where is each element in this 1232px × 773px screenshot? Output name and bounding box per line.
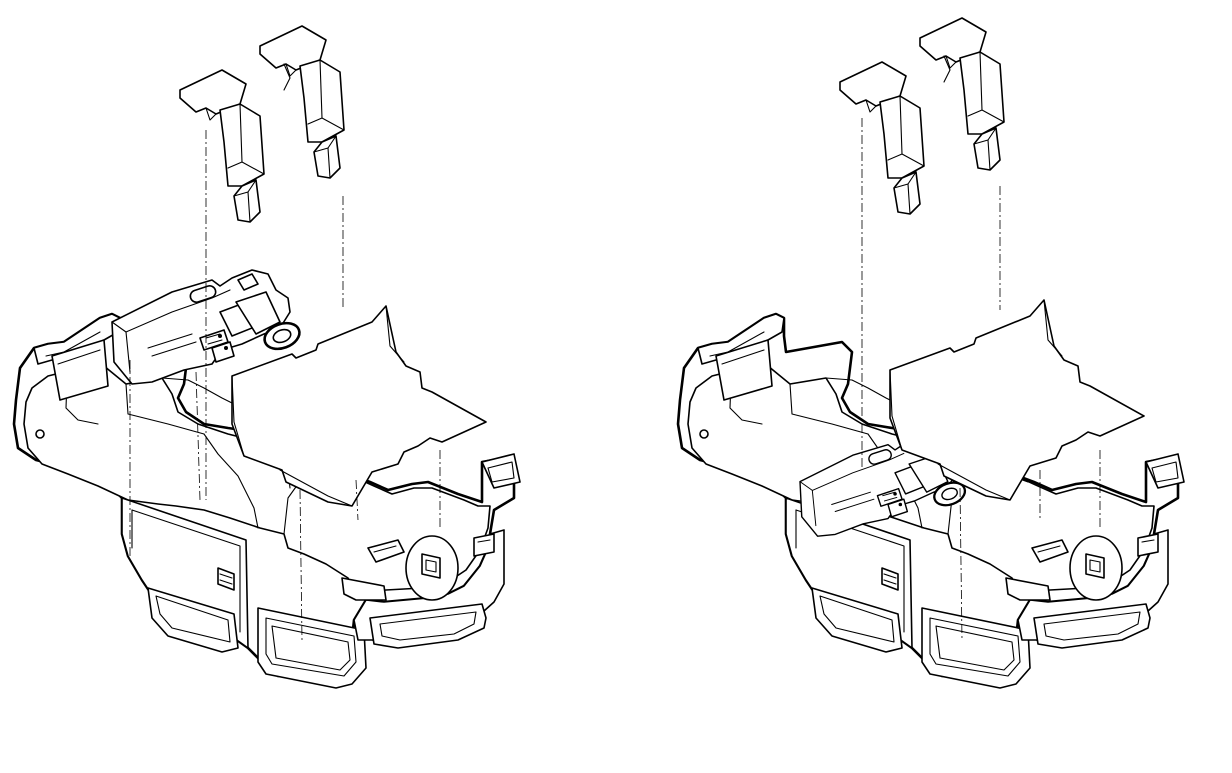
panel-after-assembly <box>676 18 1186 690</box>
lid-pair-left <box>180 26 344 222</box>
alignment-lines-right <box>861 118 1101 641</box>
lid-pair-right <box>840 18 1004 214</box>
alignment-lines-left <box>129 130 441 641</box>
panel-before-assembly <box>12 26 522 690</box>
